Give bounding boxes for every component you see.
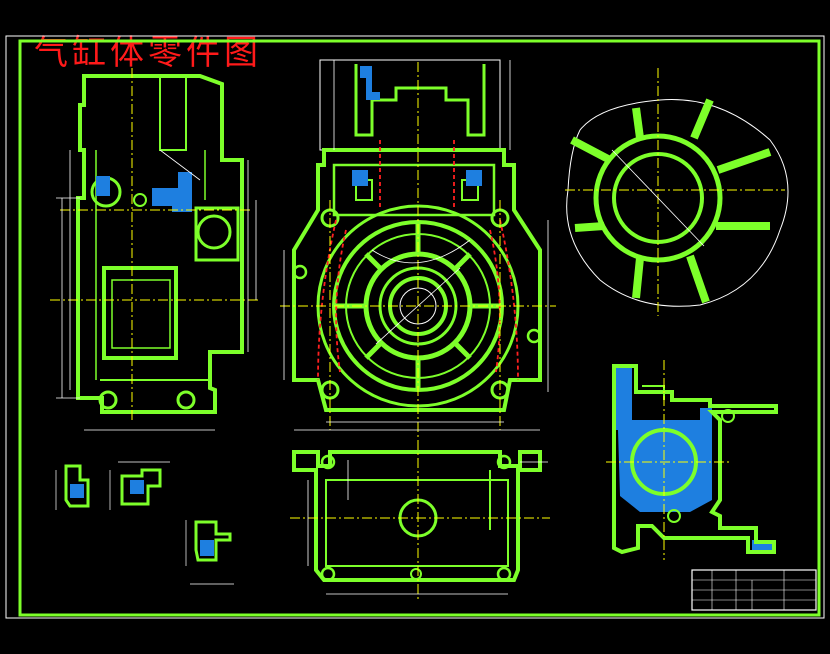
top-right-section-view — [566, 98, 789, 307]
detail-fill-1 — [70, 484, 84, 498]
top-right-dim — [611, 149, 705, 247]
title-block — [691, 569, 817, 611]
outer-border — [5, 35, 825, 619]
detail-fill-2 — [130, 480, 144, 494]
bottom-dimensions — [307, 460, 548, 595]
right-section-fill — [614, 366, 712, 512]
front-dimensions — [283, 60, 549, 431]
left-side-view — [76, 74, 244, 414]
bottom-plan-view — [292, 450, 542, 582]
detail-fill-3 — [200, 540, 214, 556]
inner-border — [18, 39, 821, 617]
front-hidden-lines — [317, 140, 519, 381]
left-dimensions — [56, 149, 257, 431]
front-section-fill — [360, 66, 380, 100]
left-section-fill — [152, 172, 192, 212]
front-port-fill — [352, 170, 482, 186]
detail-dimensions — [55, 461, 234, 585]
detail-views — [64, 464, 232, 562]
left-section-fill-2 — [96, 176, 110, 196]
radial-ribs — [570, 98, 772, 304]
